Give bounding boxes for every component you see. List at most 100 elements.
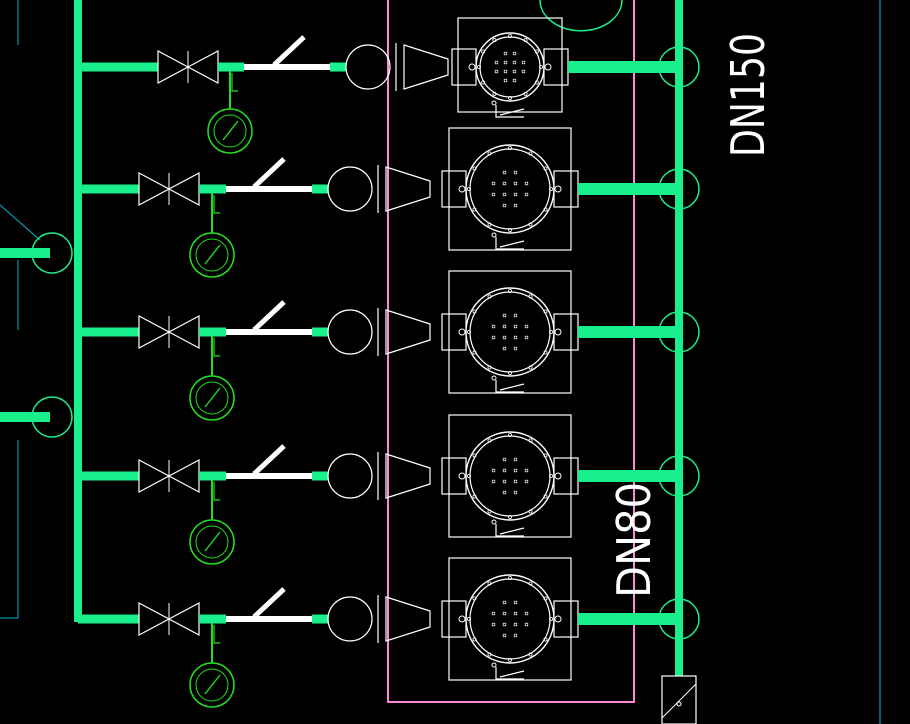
pump-grid-dot [503, 60, 508, 65]
pressure-gauge-needle [204, 674, 221, 695]
pump-grid-dot [491, 335, 496, 340]
pump-grid-dot [494, 69, 499, 74]
pump-grid-dot [513, 622, 518, 627]
flex-joint-icon [327, 453, 373, 499]
pump-grid-dot [502, 324, 507, 329]
pump-base-bolt [491, 519, 497, 525]
pump-ring-bolt [472, 596, 477, 601]
reducer-icon [385, 596, 431, 642]
branch-frame [387, 0, 635, 703]
pressure-gauge-dial [195, 381, 229, 415]
pump-ring-bolt [481, 49, 486, 54]
pump-grid-dot [512, 51, 517, 56]
pump-ring-bolt [481, 80, 486, 85]
pump-ring-bolt [549, 329, 554, 334]
bottom-box-diagonal [661, 683, 697, 719]
pump-grid-dot [502, 633, 507, 638]
header-joint-icon [658, 598, 700, 640]
pump-casing-icon [465, 287, 555, 377]
pump-base-bolt [491, 100, 497, 106]
pump-bolt-right [554, 328, 562, 336]
pump-ring-bolt [487, 509, 492, 514]
pump-flange-right [553, 313, 579, 351]
pump-base-mark [495, 667, 525, 680]
pump-bolt-left [468, 63, 476, 71]
pump-grid-dot [502, 181, 507, 186]
pump-ring-bolt [549, 473, 554, 478]
bottom-box-dot [676, 701, 682, 707]
pump-grid-dot [512, 78, 517, 83]
pump-ring-bolt [492, 38, 497, 43]
pump-flange-right [553, 170, 579, 208]
pump-casing-icon [475, 32, 545, 102]
pump-grid-dot [502, 335, 507, 340]
pump-flange-right [553, 457, 579, 495]
pump-flange-right [543, 48, 569, 86]
pump-grid-dot [524, 192, 529, 197]
pump-base-mark [495, 380, 525, 393]
pump-base-bolt [491, 232, 497, 238]
pump-grid-dot [512, 60, 517, 65]
pump-grid-dot [502, 468, 507, 473]
pump-casing-icon [465, 574, 555, 664]
pump-ring-bolt [466, 473, 471, 478]
pump-ring-bolt [472, 453, 477, 458]
pump-grid-dot [513, 457, 518, 462]
pump-grid-dot [513, 181, 518, 186]
strainer-branch [272, 35, 306, 67]
pump-base-mark [495, 105, 525, 118]
pump-grid-dot [491, 324, 496, 329]
pump-ring-bolt [492, 91, 497, 96]
pump-grid-dot [491, 611, 496, 616]
pump-grid-dot [494, 60, 499, 65]
pump-branch-2 [78, 127, 700, 278]
pump-grid-dot [521, 60, 526, 65]
pump-ring-bolt [543, 494, 548, 499]
pump-ring-bolt [466, 186, 471, 191]
reducer-icon [385, 309, 431, 355]
pump-flange-left [441, 457, 467, 495]
pump-base-mark [495, 524, 525, 537]
bottom-box [661, 675, 697, 724]
pressure-gauge-dial [195, 668, 229, 702]
pump-grid-dot [502, 622, 507, 627]
pump-box [448, 270, 572, 394]
pump-grid-dot [502, 192, 507, 197]
pump-ring-bolt [487, 222, 492, 227]
gate-valve-icon [138, 459, 200, 493]
pump-grid-dot [491, 622, 496, 627]
pump-ring-bolt [549, 186, 554, 191]
pump-ring-bolt [472, 637, 477, 642]
pump-grid-dot [513, 479, 518, 484]
pump-grid-dot [513, 346, 518, 351]
pump-ring-bolt [507, 288, 512, 293]
pressure-gauge-needle [204, 387, 221, 408]
pump-ring-bolt [528, 581, 533, 586]
pump-base-bolt [491, 375, 497, 381]
pump-flange-left [441, 600, 467, 638]
pressure-gauge-dial [213, 114, 247, 148]
pump-bolt-left [458, 615, 466, 623]
strainer-branch [252, 444, 286, 476]
pump-bolt-left [458, 328, 466, 336]
pump-ring-bolt [472, 166, 477, 171]
gate-valve-icon [157, 50, 219, 84]
pump-casing-icon [465, 431, 555, 521]
pump-grid-dot [502, 170, 507, 175]
pump-bolt-right [544, 63, 552, 71]
pump-bolt-left [458, 185, 466, 193]
gate-valve-icon [138, 602, 200, 636]
reducer-icon [385, 453, 431, 499]
pump-grid-dot [502, 313, 507, 318]
pump-grid-dot [513, 192, 518, 197]
pump-grid-dot [513, 611, 518, 616]
pump-ring-bolt [487, 438, 492, 443]
pump-ring-bolt [528, 652, 533, 657]
pump-grid-dot [513, 600, 518, 605]
reducer-icon [403, 44, 449, 90]
pump-grid-dot [502, 479, 507, 484]
pump-grid-dot [513, 468, 518, 473]
pump-ring-bolt [534, 49, 539, 54]
pump-ring-bolt [549, 617, 554, 622]
pump-grid-dot [502, 490, 507, 495]
